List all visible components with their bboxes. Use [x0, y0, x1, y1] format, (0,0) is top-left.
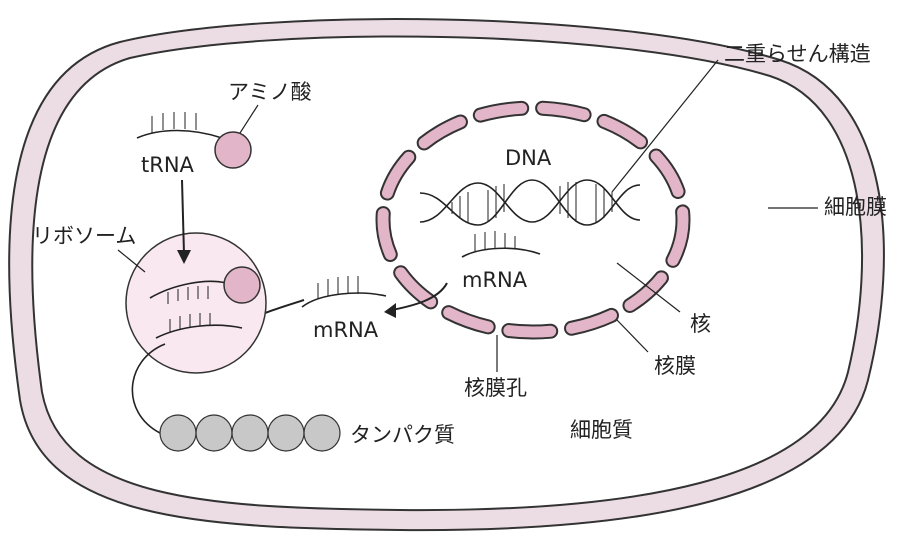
ribosome	[125, 232, 267, 374]
dna-label: DNA	[505, 146, 552, 170]
ribosome-trna	[149, 280, 227, 304]
trna-to-ribosome-arrow	[181, 179, 185, 255]
nuclear-envelope-leader	[616, 319, 649, 353]
mrna-cytoplasm-strand	[301, 276, 387, 308]
nuclear-envelope	[375, 100, 691, 340]
cytoplasm-label: 細胞質	[570, 418, 633, 442]
amino-acid-leader	[239, 104, 259, 134]
ribosome-mrna	[155, 313, 243, 339]
mrna-export-arrowhead	[384, 303, 396, 318]
amino-acid-label: アミノ酸	[228, 80, 312, 104]
mrna-cytoplasm-label: mRNA	[313, 318, 379, 342]
trna-label: tRNA	[141, 153, 194, 177]
dna-base-pairs	[451, 182, 613, 222]
nucleus-label: 核	[690, 312, 711, 336]
protein-bead	[267, 414, 305, 452]
protein-label: タンパク質	[350, 423, 455, 447]
protein-chain	[159, 414, 341, 452]
protein-bead	[159, 414, 197, 452]
cell-membrane-label: 細胞膜	[824, 195, 887, 219]
nuclear-pore-label: 核膜孔	[464, 376, 527, 400]
trna-to-ribosome-arrowhead	[177, 250, 191, 264]
nuclear-envelope-label: 核膜	[654, 354, 696, 378]
double-helix-leader	[611, 59, 719, 193]
dna-double-helix	[419, 179, 641, 226]
ribosome-label: リボソーム	[32, 224, 137, 248]
protein-bead	[195, 414, 233, 452]
protein-bead	[231, 414, 269, 452]
peptide-chain-link	[131, 343, 166, 434]
mrna-export-arrow	[391, 282, 448, 311]
mrna-nucleus-strand	[461, 231, 541, 258]
ribosome-amino-acid	[223, 266, 261, 304]
mrna-nucleus-label: mRNA	[462, 268, 528, 292]
protein-bead	[303, 414, 341, 452]
nuclear-envelope-ring-fill	[377, 102, 689, 338]
double-helix-label: 二重らせん構造	[724, 42, 871, 66]
amino-acid	[214, 131, 252, 169]
nucleus-leader	[616, 262, 681, 313]
ribosome-leader	[117, 249, 146, 273]
free-trna	[136, 112, 223, 139]
